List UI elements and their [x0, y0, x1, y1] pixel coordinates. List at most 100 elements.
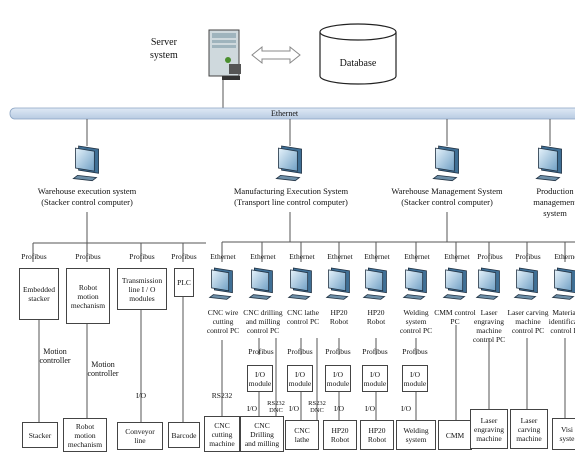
- conveyor-line-box: Conveyor line: [117, 422, 163, 450]
- cnc-lathe-box: CNC lathe: [285, 420, 319, 450]
- database-icon: [319, 23, 397, 85]
- robot-motion-mechanism-box: Robot motion mechanism: [66, 268, 110, 324]
- profibus-label: Profibus: [402, 347, 428, 356]
- pc-label: CNC wire cutting control PC: [206, 308, 240, 335]
- computer-monitor-icon: [287, 267, 312, 300]
- io-link-label: I/O: [247, 404, 257, 413]
- pc-label: CMM control PC: [434, 308, 476, 326]
- computer-monitor-icon: [513, 267, 538, 300]
- welding-system-box: Welding system: [396, 420, 436, 450]
- double-arrow-icon: [251, 45, 301, 65]
- motion-controller-label: Motion controller: [39, 347, 71, 365]
- system-label-line: system: [543, 208, 567, 218]
- cnc-drilling-milling-box: CNC Drilling and milling: [240, 416, 284, 452]
- io-link-label: I/O: [289, 404, 299, 413]
- server-label-line2: system: [150, 50, 178, 61]
- system-label-line: (Transport line control computer): [234, 197, 348, 207]
- manufacturing-execution-system-label: Manufacturing Execution System (Transpor…: [226, 186, 356, 208]
- computer-monitor-icon: [475, 267, 500, 300]
- rs232-link-label: RS232: [211, 391, 233, 400]
- plc-box: PLC: [174, 268, 194, 297]
- laser-carving-machine-box: Laser carving machine: [510, 409, 548, 449]
- computer-monitor-icon: [248, 267, 273, 300]
- computer-monitor-icon: [432, 145, 459, 182]
- system-label-line: management: [533, 197, 575, 207]
- rs232-dnc-label: RS232 DNC: [308, 400, 326, 414]
- computer-monitor-icon: [72, 145, 99, 182]
- computer-monitor-icon: [208, 267, 233, 300]
- system-label-line: (Stacker control computer): [401, 197, 493, 207]
- io-link-label: I/O: [136, 391, 146, 400]
- pc-label: Welding system control PC: [399, 308, 433, 335]
- motion-controller-label: Motion controller: [87, 360, 119, 378]
- bus-label: Profibus: [129, 252, 155, 261]
- vision-system-box: Visi syste: [552, 418, 575, 450]
- server-icon: [208, 29, 241, 108]
- computer-monitor-icon: [551, 267, 575, 300]
- pc-label: CNC lathe control PC: [286, 308, 320, 326]
- pc-label: Materia identificat control P: [548, 308, 575, 335]
- system-label-line: Production: [536, 186, 574, 196]
- bus-label: Profibus: [21, 252, 47, 261]
- system-label-line: (Stacker control computer): [41, 197, 133, 207]
- embedded-stacker-box: Embedded stacker: [19, 268, 59, 320]
- hp20-robot-box: HP20 Robot: [323, 420, 357, 450]
- io-link-label: I/O: [365, 404, 375, 413]
- cmm-box: CMM: [438, 420, 472, 450]
- warehouse-execution-system-label: Warehouse execution system (Stacker cont…: [22, 186, 152, 208]
- profibus-label: Profibus: [248, 347, 274, 356]
- bus-label: Profibus: [171, 252, 197, 261]
- io-link-label: I/O: [334, 404, 344, 413]
- bus-label: Ethernet: [289, 252, 315, 261]
- io-module-box: I/O module: [287, 365, 313, 392]
- server-label-line1: Server: [150, 37, 177, 48]
- pc-label: Laser carving machine control PC: [507, 308, 549, 335]
- computer-monitor-icon: [535, 145, 562, 182]
- io-link-label: I/O: [401, 404, 411, 413]
- hp20-robot-box: HP20 Robot: [360, 420, 394, 450]
- system-label-line: Warehouse Management System: [391, 186, 503, 196]
- system-label-line: Warehouse execution system: [37, 186, 137, 196]
- stacker-box: Stacker: [22, 422, 58, 448]
- production-management-system-label: Production management system: [529, 186, 575, 219]
- profibus-label: Profibus: [325, 347, 351, 356]
- computer-monitor-icon: [442, 267, 467, 300]
- ethernet-bus-label: Ethernet: [271, 109, 299, 118]
- robot-motion-mechanism-bottom-box: Robot motion mechanism: [63, 418, 107, 452]
- system-label-line: Manufacturing Execution System: [233, 186, 349, 196]
- io-module-box: I/O module: [325, 365, 351, 392]
- io-module-box: I/O module: [362, 365, 388, 392]
- bus-label: Profibus: [515, 252, 541, 261]
- bus-label: Profibus: [477, 252, 503, 261]
- laser-engraving-machine-box: Laser engraving machine: [470, 409, 508, 449]
- profibus-label: Profibus: [287, 347, 313, 356]
- io-module-box: I/O module: [402, 365, 428, 392]
- io-module-box: I/O module: [247, 365, 273, 392]
- bus-label: Etherne: [554, 252, 575, 261]
- transmission-io-modules-box: Transmission line I / O modules: [117, 268, 167, 310]
- barcode-box: Barcode: [168, 422, 200, 448]
- rs232-dnc-label: RS232 DNC: [267, 400, 285, 414]
- ethernet-bus: [9, 107, 575, 120]
- bus-label: Ethernet: [444, 252, 470, 261]
- bus-label: Ethernet: [250, 252, 276, 261]
- warehouse-management-system-label: Warehouse Management System (Stacker con…: [391, 186, 503, 208]
- computer-monitor-icon: [325, 267, 350, 300]
- bus-label: Ethernet: [327, 252, 353, 261]
- bus-label: Profibus: [75, 252, 101, 261]
- pc-label: Laser engraving machine control PC: [472, 308, 506, 344]
- computer-monitor-icon: [275, 145, 302, 182]
- computer-monitor-icon: [402, 267, 427, 300]
- database-label: Database: [339, 58, 377, 69]
- bus-label: Ethernet: [404, 252, 430, 261]
- computer-monitor-icon: [362, 267, 387, 300]
- pc-label: HP20 Robot: [329, 308, 349, 326]
- cnc-cutting-machine-box: CNC cutting machine: [204, 416, 240, 452]
- bus-label: Ethernet: [364, 252, 390, 261]
- bus-label: Ethernet: [210, 252, 236, 261]
- server-system-label: Server system: [150, 36, 178, 62]
- pc-label: CNC drilling and milling control PC: [243, 308, 283, 335]
- profibus-label: Profibus: [362, 347, 388, 356]
